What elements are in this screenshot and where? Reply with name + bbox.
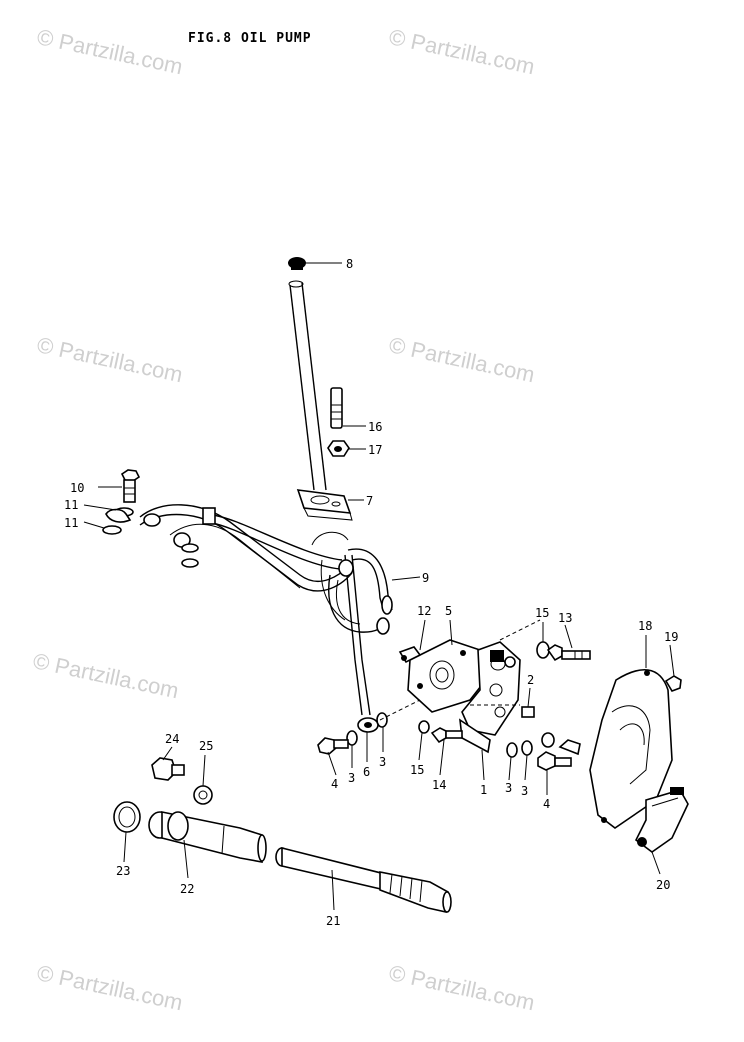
part-8-cap (288, 257, 306, 270)
callout-3c: 3 (505, 781, 512, 795)
callout-3b: 3 (379, 755, 386, 769)
callout-23: 23 (116, 864, 130, 878)
part-11-washers (102, 507, 199, 568)
leader-lines (83, 262, 675, 911)
callout-16: 16 (368, 420, 382, 434)
callout-12: 12 (417, 604, 431, 618)
part-9-oil-pipes (139, 504, 393, 716)
part-25-o-ring (193, 785, 213, 805)
callout-20: 20 (656, 878, 670, 892)
part-7-pipe-bracket (288, 280, 353, 521)
callout-1: 1 (480, 783, 487, 797)
callout-17: 17 (368, 443, 382, 457)
callout-5: 5 (445, 604, 452, 618)
figure-title: FIG.8 OIL PUMP (188, 31, 312, 46)
callout-3d: 3 (521, 784, 528, 798)
part-4-bolts (317, 737, 581, 771)
callout-13: 13 (558, 611, 572, 625)
part-21-drive-shaft (275, 846, 452, 913)
callout-22: 22 (180, 882, 194, 896)
callout-11b: 11 (64, 516, 78, 530)
part-23-o-ring (113, 801, 141, 833)
callout-3: 3 (348, 771, 355, 785)
callout-24: 24 (165, 732, 179, 746)
part-17-nut (327, 440, 350, 457)
part-6-banjo-fitting (357, 717, 379, 733)
part-16-bolt (330, 387, 343, 429)
callout-15: 15 (535, 606, 549, 620)
part-18-cover (589, 668, 673, 829)
part-5-pump-body (407, 639, 521, 754)
part-13-screw (546, 644, 591, 662)
callout-10: 10 (70, 481, 84, 495)
callout-9: 9 (422, 571, 429, 585)
callout-8: 8 (346, 257, 353, 271)
alignment-lines (379, 619, 541, 721)
part-10-banjo-bolt (120, 469, 141, 503)
callout-labels: 8 16 17 7 9 10 11 11 12 5 15 13 18 19 2 … (64, 257, 678, 928)
part-12-pin (398, 646, 422, 664)
part-2-bolt (521, 706, 535, 718)
callout-15b: 15 (410, 763, 424, 777)
callout-14: 14 (432, 778, 446, 792)
callout-4: 4 (331, 777, 338, 791)
part-15-washers (418, 641, 550, 734)
callout-4b: 4 (543, 797, 550, 811)
callout-7: 7 (366, 494, 373, 508)
callout-11: 11 (64, 498, 78, 512)
part-20-clamp (634, 787, 689, 853)
part-22-housing (148, 811, 267, 863)
part-24-fitting (151, 757, 185, 781)
callout-25: 25 (199, 739, 213, 753)
callout-6: 6 (363, 765, 370, 779)
callout-18: 18 (638, 619, 652, 633)
callout-19: 19 (664, 630, 678, 644)
callout-2: 2 (527, 673, 534, 687)
part-19-screw (664, 675, 682, 692)
part-3-washers (346, 712, 555, 758)
part-14-screw (430, 727, 463, 744)
callout-21: 21 (326, 914, 340, 928)
